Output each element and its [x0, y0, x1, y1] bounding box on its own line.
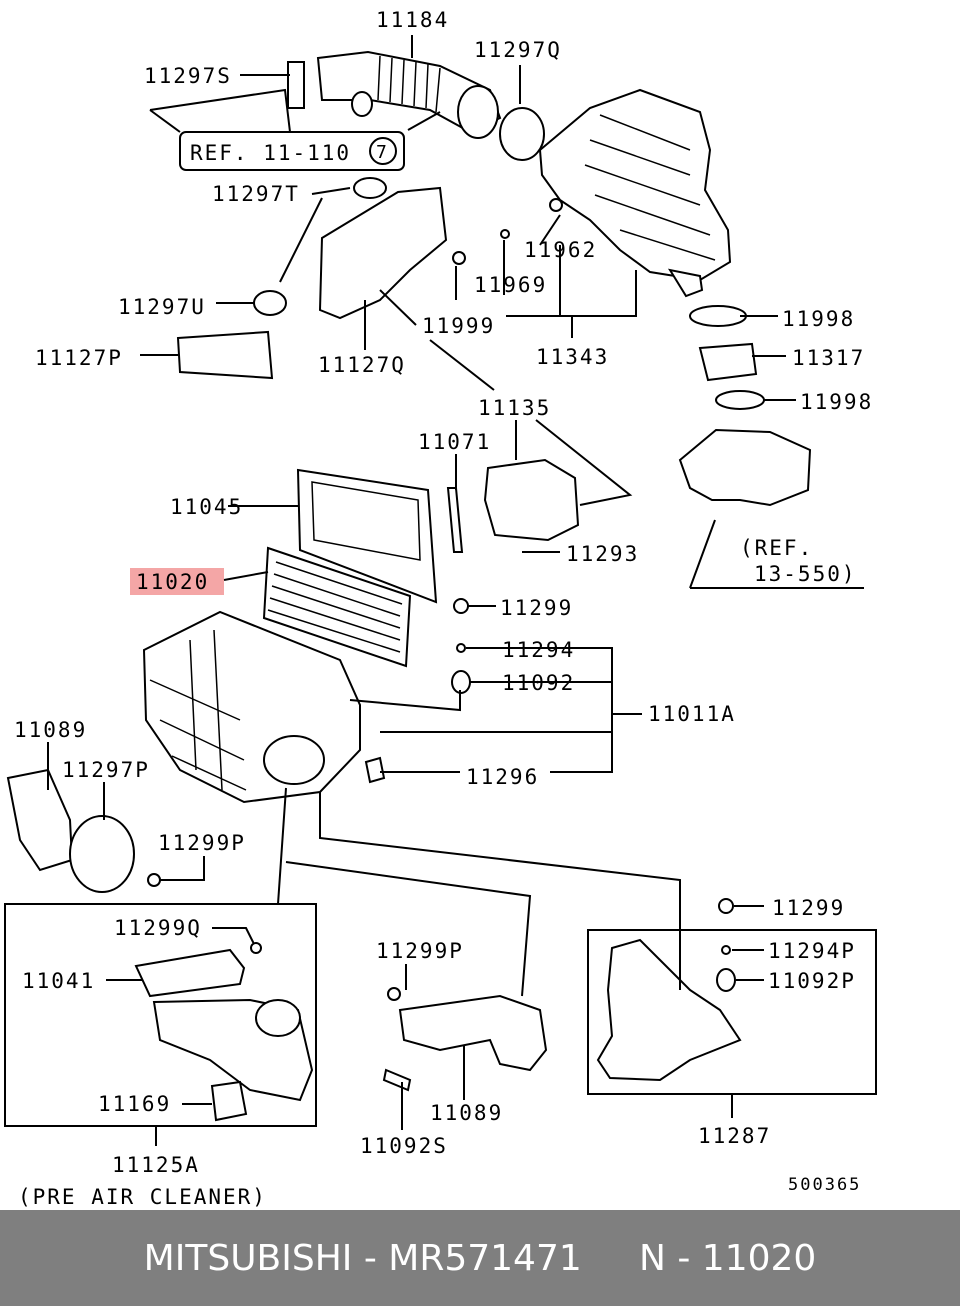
- label-pre-air-cleaner: (PRE AIR CLEANER): [18, 1185, 267, 1209]
- bushing-11092: [451, 670, 471, 694]
- part-cleaner-case: [142, 610, 361, 804]
- bushing-11092p: [716, 968, 736, 992]
- part-duct-11089-center: [398, 994, 548, 1072]
- label-11296: 11296: [466, 765, 539, 789]
- clamp-11297q: [499, 107, 545, 161]
- label-11969: 11969: [474, 273, 547, 297]
- label-11041: 11041: [22, 969, 95, 993]
- label-11297t: 11297T: [212, 182, 300, 206]
- label-11297q: 11297Q: [474, 38, 562, 62]
- part-resonator: [538, 88, 732, 298]
- label-11184: 11184: [376, 8, 449, 32]
- label-11299p-center: 11299P: [376, 939, 464, 963]
- label-11998-upper: 11998: [782, 307, 855, 331]
- bolt-11299p-center: [387, 987, 401, 1001]
- label-11297u: 11297U: [118, 295, 206, 319]
- label-11092: 11092: [502, 671, 575, 695]
- hose-11317: [698, 342, 758, 382]
- leader-lines: [47, 35, 864, 1146]
- part-throttle-body: [678, 428, 812, 507]
- washer-11294p: [721, 945, 731, 955]
- pre-air-cleaner-box: [4, 903, 317, 1127]
- part-duct-11089-left: [6, 768, 74, 872]
- footer-part-number: MITSUBISHI - MR571471 N - 11020: [143, 1237, 817, 1279]
- label-11020: 11020: [136, 570, 209, 594]
- part-11127p: [176, 330, 274, 380]
- label-11089-left: 11089: [14, 718, 87, 742]
- label-11299p-left: 11299P: [158, 831, 246, 855]
- washer-11294: [456, 643, 466, 653]
- label-11998-lower: 11998: [800, 390, 873, 414]
- label-11299q: 11299Q: [114, 916, 202, 940]
- bolt-11299: [453, 598, 469, 614]
- label-11127q: 11127Q: [318, 353, 406, 377]
- label-11089-center: 11089: [430, 1101, 503, 1125]
- label-11299-right: 11299: [772, 896, 845, 920]
- part-cleaner-cover: [296, 468, 438, 604]
- label-ref-11-110: REF. 11-110: [190, 141, 351, 165]
- part-gasket-11071: [446, 487, 464, 553]
- clamp-11998-upper: [689, 305, 747, 327]
- label-11071: 11071: [418, 430, 491, 454]
- bolt-11999: [452, 251, 466, 265]
- label-11125a: 11125A: [112, 1153, 200, 1177]
- part-intake-hose: [287, 50, 502, 139]
- label-11294: 11294: [502, 638, 575, 662]
- label-11169: 11169: [98, 1092, 171, 1116]
- bolt-11299-right: [718, 898, 734, 914]
- bolt-11969: [500, 229, 510, 239]
- label-11317: 11317: [792, 346, 865, 370]
- label-11287: 11287: [698, 1124, 771, 1148]
- label-diagram-code: 500365: [788, 1175, 861, 1195]
- bolt-11299p-left: [147, 873, 161, 887]
- label-11294p: 11294P: [768, 939, 856, 963]
- part-11041-bracket: [134, 948, 246, 998]
- label-11011a: 11011A: [648, 702, 736, 726]
- footer-bar: MITSUBISHI - MR571471 N - 11020: [0, 1210, 960, 1306]
- clip-11296: [364, 756, 386, 784]
- parts-diagram: 11184 11297S 11297Q REF. 11-110 7 11297T…: [4, 8, 877, 1209]
- label-ref-circle: 7: [376, 142, 389, 163]
- bolt-11299q: [250, 942, 262, 954]
- label-11135: 11135: [478, 396, 551, 420]
- clamp-11297u: [253, 290, 287, 316]
- label-11293: 11293: [566, 542, 639, 566]
- clamp-11998-lower: [715, 390, 765, 410]
- part-11169: [210, 1080, 248, 1122]
- label-11343: 11343: [536, 345, 609, 369]
- part-air-filter-element: [262, 546, 412, 668]
- label-11962: 11962: [524, 238, 597, 262]
- label-11999: 11999: [422, 314, 495, 338]
- label-11045: 11045: [170, 495, 243, 519]
- part-air-duct: [318, 186, 448, 320]
- label-11299: 11299: [500, 596, 573, 620]
- label-11297p: 11297P: [62, 758, 150, 782]
- bolt-11962: [549, 198, 563, 212]
- label-11297s: 11297S: [144, 64, 232, 88]
- gasket-11297p: [69, 815, 135, 893]
- label-11092s: 11092S: [360, 1134, 448, 1158]
- label-ref-13-550-line1: (REF.: [740, 536, 813, 560]
- highlight-11020: [130, 568, 224, 595]
- clip-11092s: [382, 1068, 412, 1092]
- label-ref-13-550-line2: 13-550): [754, 562, 857, 586]
- clamp-11297t: [353, 177, 387, 199]
- ref-box: [179, 131, 405, 171]
- part-bracket-11287: [596, 938, 742, 1082]
- label-11127p: 11127P: [35, 346, 123, 370]
- label-11092p: 11092P: [768, 969, 856, 993]
- ref-circle: [369, 137, 397, 165]
- part-airflow-sensor: [483, 458, 580, 542]
